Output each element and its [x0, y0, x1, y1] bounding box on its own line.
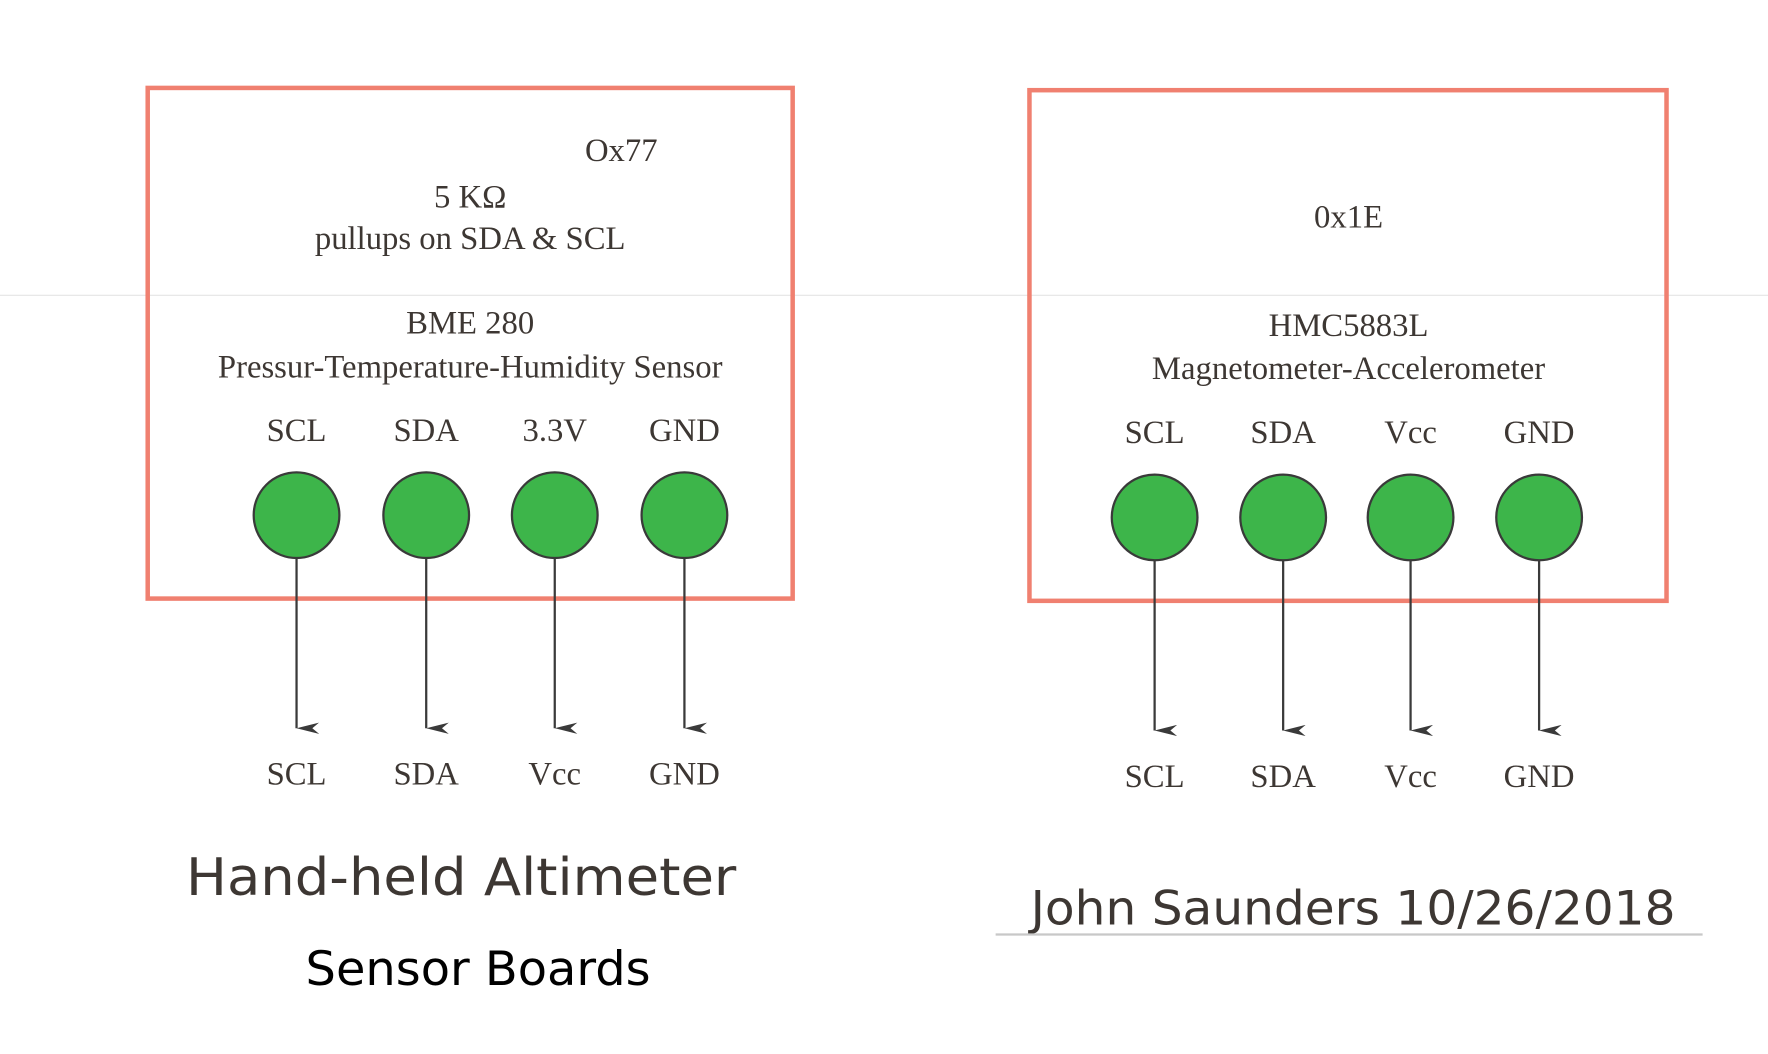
board-pin-label: Vcc	[1384, 415, 1437, 451]
pin-pad	[382, 471, 471, 560]
board-description: Pressur-Temperature-Humidity Sensor	[218, 350, 723, 386]
i2c-address: 0x1E	[1314, 200, 1383, 236]
diagram-subtitle: Sensor Boards	[306, 942, 651, 997]
board-pin-label: 3.3V	[523, 413, 588, 449]
board-description: Magnetometer-Accelerometer	[1152, 351, 1545, 387]
pullup-note: pullups on SDA & SCL	[315, 221, 626, 257]
board-outline	[145, 85, 795, 601]
board-pin-label: SDA	[394, 413, 460, 449]
board-pin-label: SDA	[1250, 415, 1316, 451]
board-model: BME 280	[406, 306, 534, 342]
diagram-title: Hand-held Altimeter	[186, 848, 737, 908]
i2c-address: Ox77	[585, 133, 658, 169]
board-pin-label: GND	[1504, 415, 1575, 451]
target-pin-label: GND	[1504, 759, 1575, 795]
board-model: HMC5883L	[1269, 308, 1429, 344]
board-pin-label: SCL	[267, 413, 327, 449]
author-date: John Saunders 10/26/2018	[1028, 881, 1676, 936]
target-pin-label: Vcc	[528, 757, 581, 793]
pullup-value: 5 KΩ	[434, 179, 506, 215]
hmc5883l-board: 0x1E HMC5883L Magnetometer-Accelerometer…	[1027, 87, 1669, 795]
target-pin-label: Vcc	[1384, 759, 1437, 795]
target-pin-label: SDA	[1250, 759, 1316, 795]
target-pin-label: SCL	[267, 757, 327, 793]
board-pin-label: GND	[649, 413, 720, 449]
pin-pad	[1110, 473, 1199, 562]
target-pin-label: SDA	[394, 757, 460, 793]
pin-pad	[510, 471, 599, 560]
target-pin-label: GND	[649, 757, 720, 793]
pin-pad	[1366, 473, 1455, 562]
board-outline	[1027, 87, 1669, 604]
pin-pad	[1239, 473, 1328, 562]
pin-pad	[1495, 473, 1584, 562]
bme280-board: Ox77 5 KΩ pullups on SDA & SCL BME 280 P…	[145, 85, 795, 793]
pin-pad	[252, 471, 341, 560]
board-pin-label: SCL	[1125, 415, 1185, 451]
pin-pad	[640, 471, 729, 560]
target-pin-label: SCL	[1125, 759, 1185, 795]
